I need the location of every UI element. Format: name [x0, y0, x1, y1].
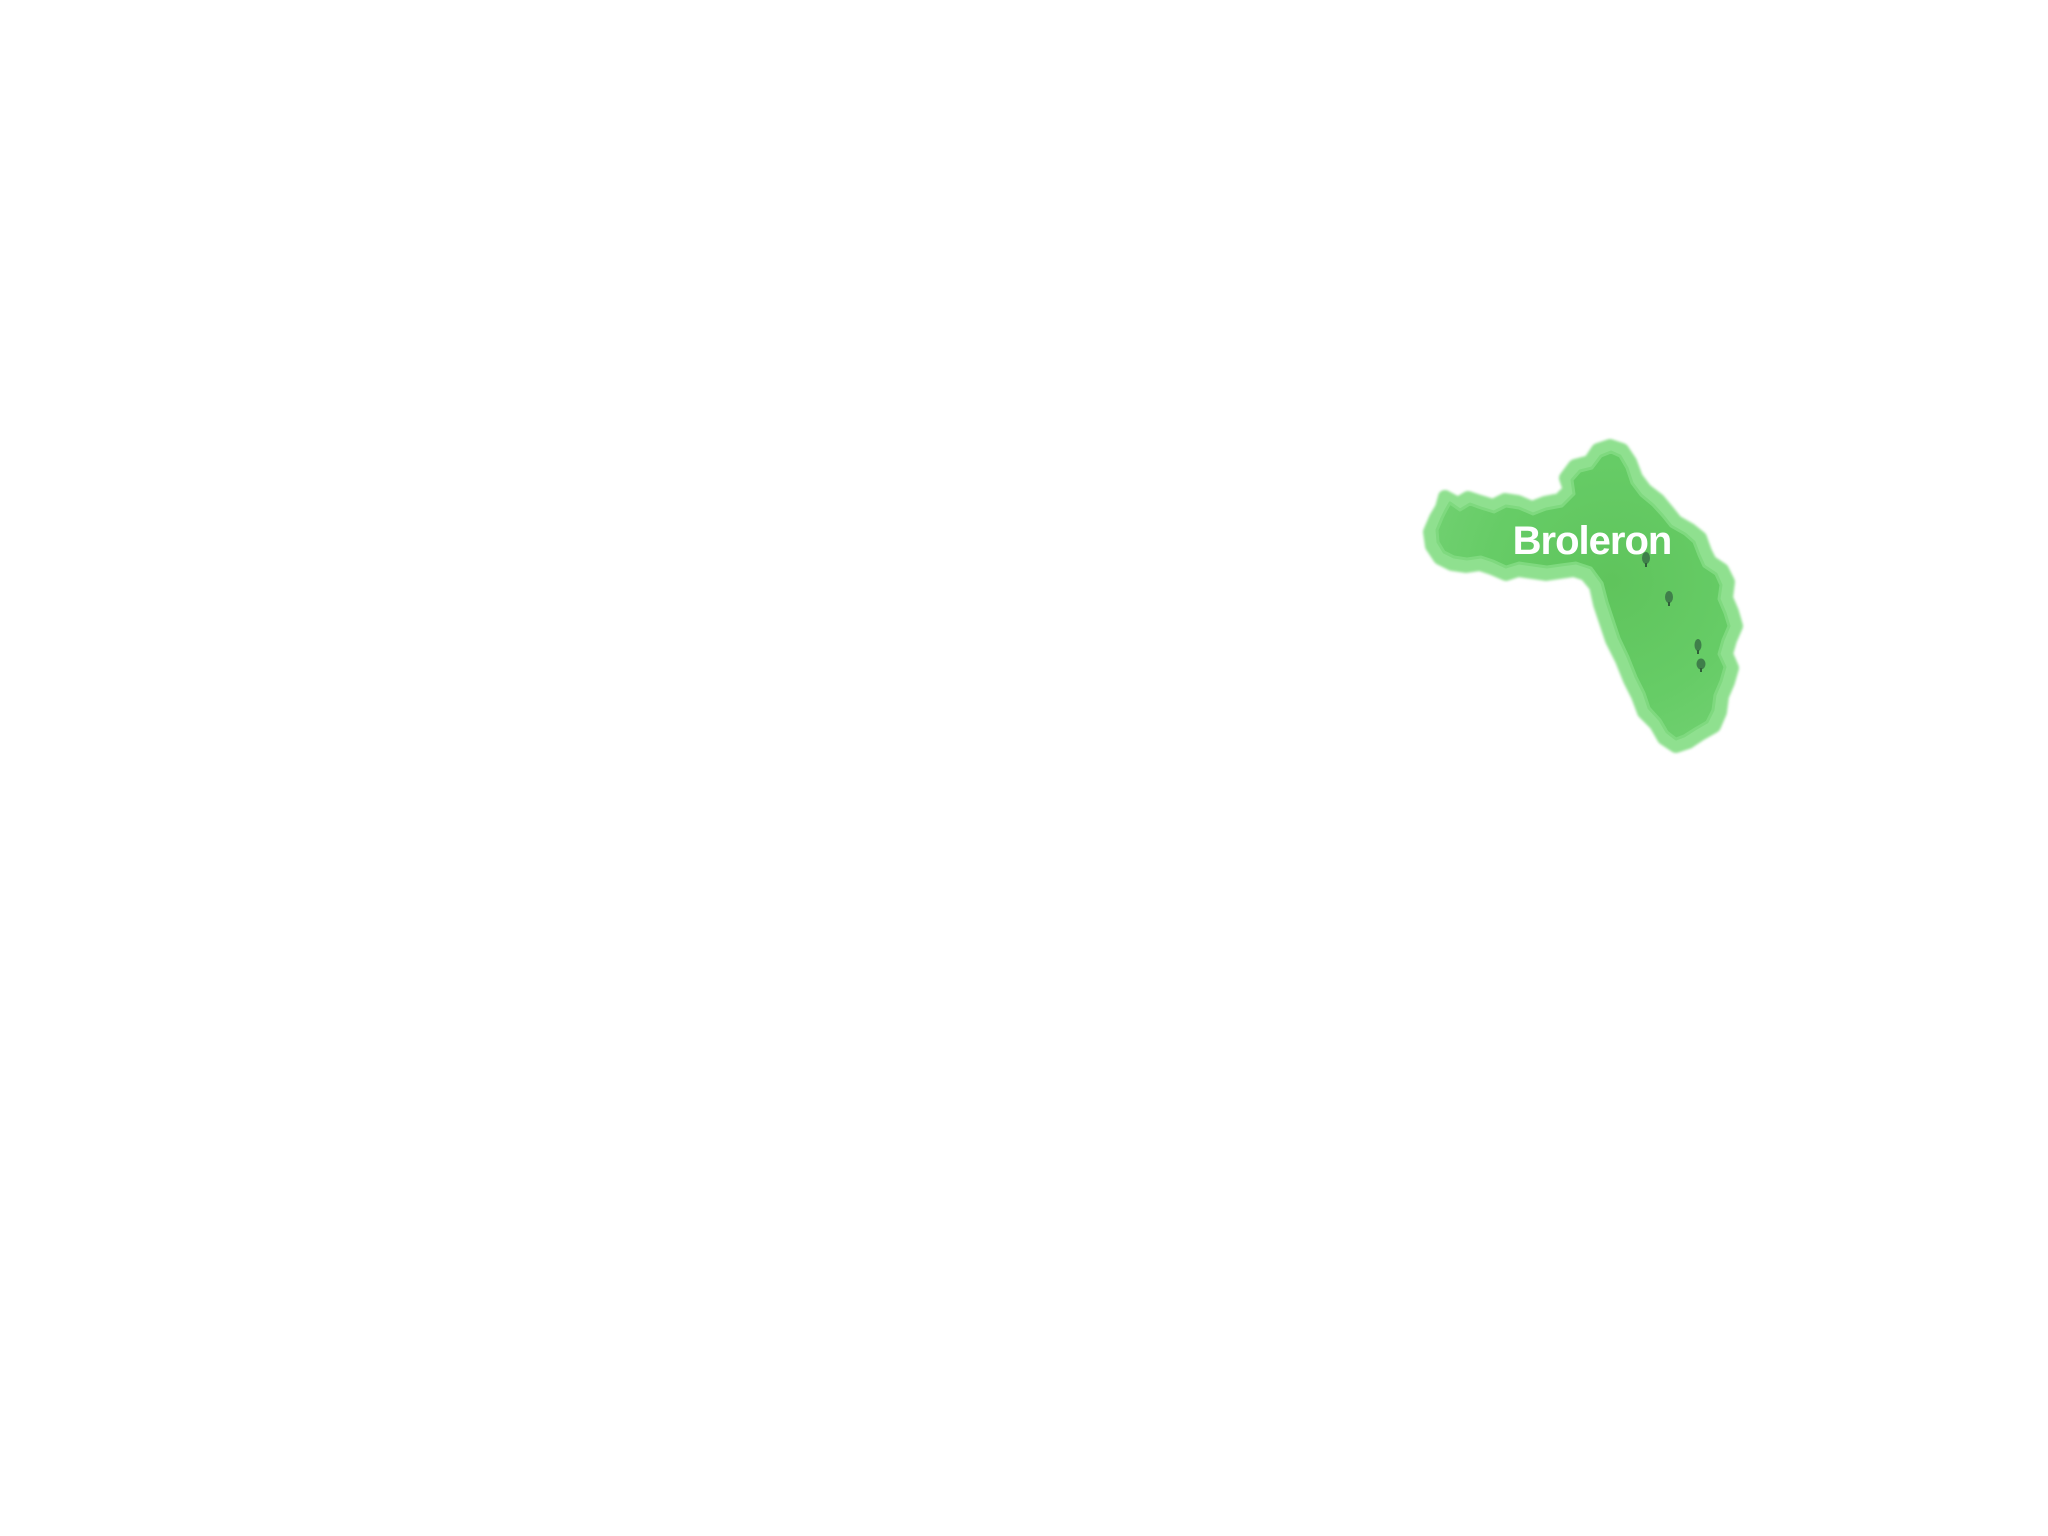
tree-marker-icon	[1696, 658, 1706, 672]
region-label-broleron: Broleron	[1513, 519, 1672, 563]
region-broleron[interactable]: Broleron	[1423, 439, 1743, 753]
tree-marker-icon	[1694, 639, 1702, 654]
region-broleron-land[interactable]	[1435, 450, 1731, 741]
tree-marker-icon	[1665, 591, 1673, 606]
tree-marker-icon	[1642, 552, 1650, 567]
